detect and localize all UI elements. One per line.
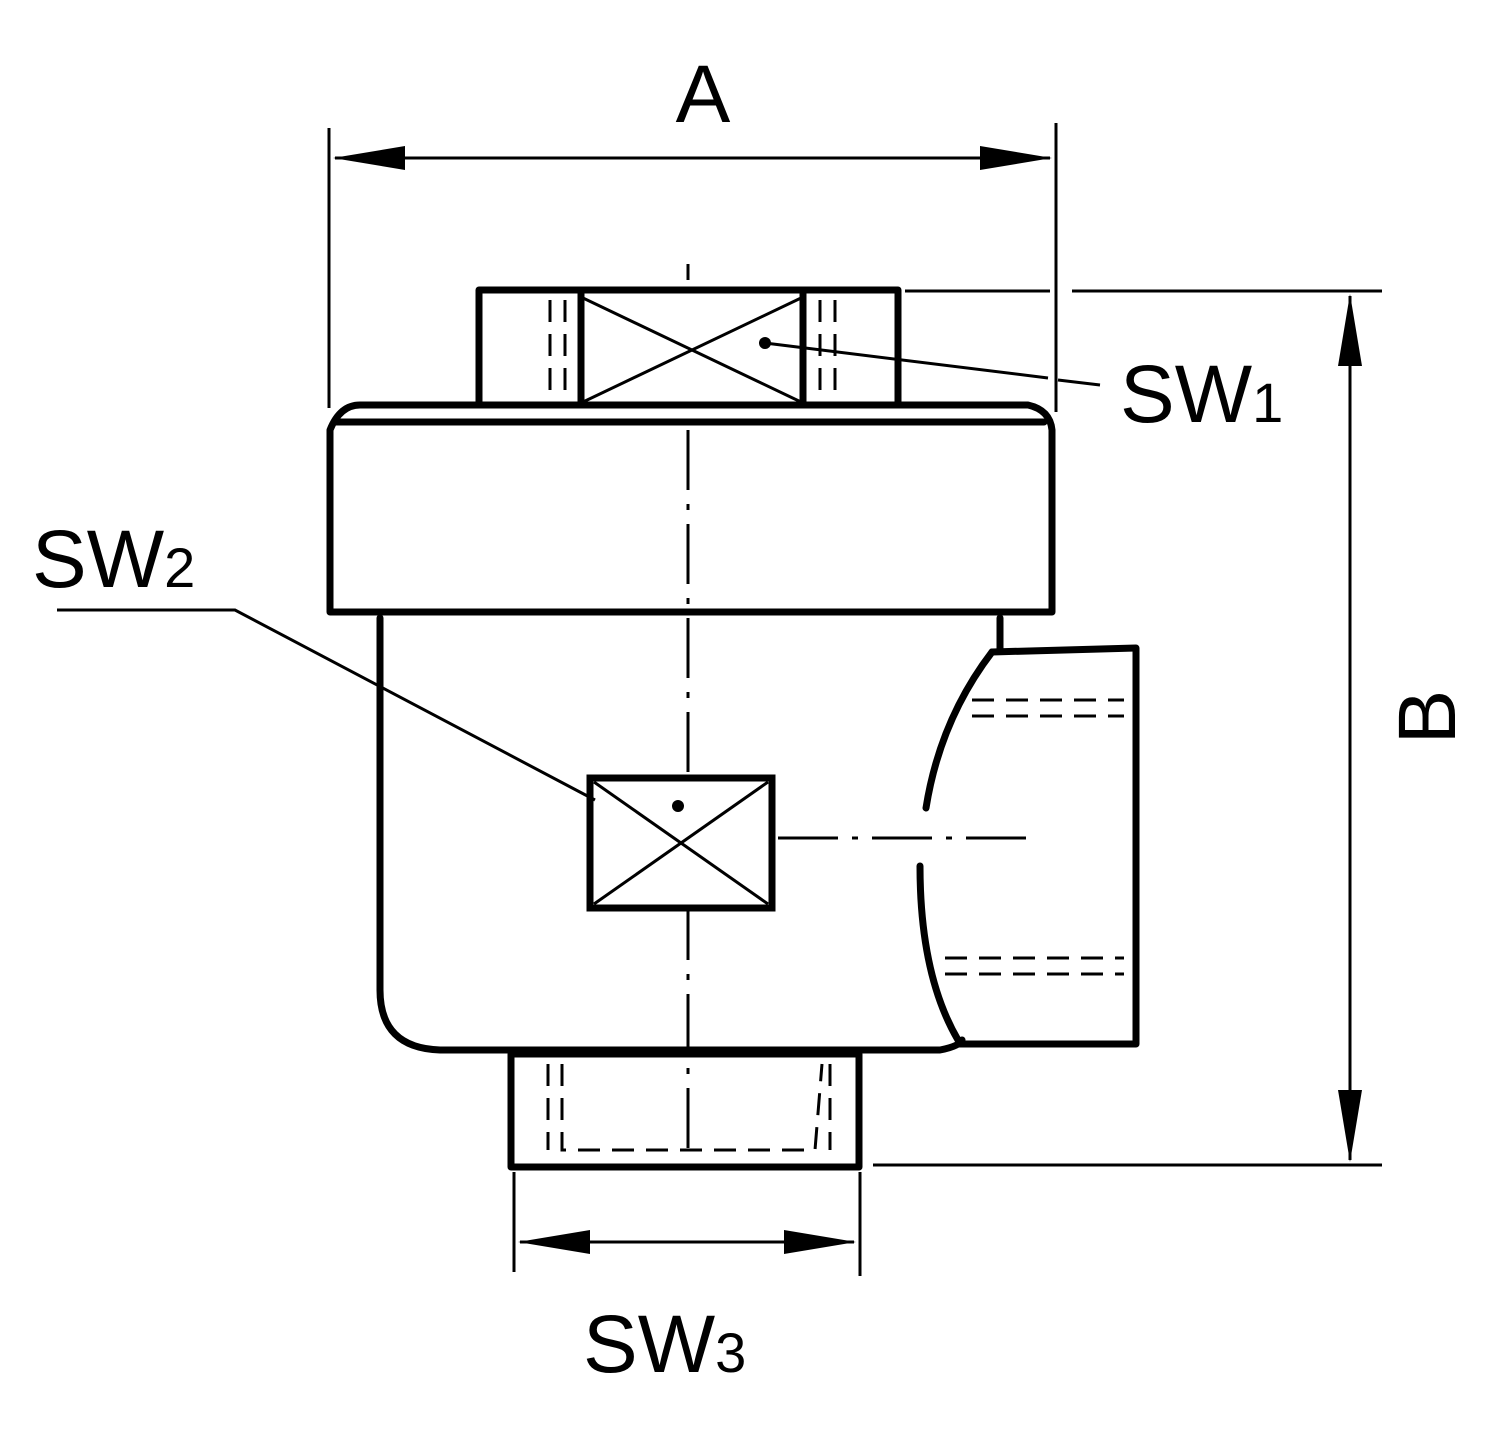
middle-hex-dot (672, 800, 684, 812)
outlet-outline (954, 644, 1140, 1048)
outlet-curve-bottom (916, 862, 962, 1044)
top-hex-nut (475, 264, 902, 409)
top-nut-cross-2 (582, 296, 802, 404)
sw1-leader-tail (1057, 378, 1101, 387)
bottom-thread-inner (560, 1063, 824, 1152)
dimension-a: A (327, 49, 1058, 412)
outlet-curve-top (922, 648, 996, 812)
sw1-leader-line (764, 341, 1049, 380)
sw2-label: SW2 (32, 514, 195, 605)
sw2-leader-line (57, 608, 596, 802)
sw3-label: SW3 (583, 1299, 746, 1390)
dimension-sw3: SW3 (512, 1172, 862, 1390)
dimension-a-arrow-left (333, 146, 405, 170)
middle-hex (586, 774, 776, 912)
bottom-hex-outline (507, 1050, 863, 1171)
dimension-a-arrow-right (980, 146, 1052, 170)
dimension-b-arrow-top (1338, 294, 1362, 366)
bonnet-outline (326, 401, 1056, 616)
sw2-callout: SW2 (32, 514, 596, 802)
sw1-callout: SW1 (759, 337, 1283, 440)
dimension-b-label: B (1382, 690, 1473, 745)
dimension-b-arrow-bottom (1338, 1090, 1362, 1162)
middle-hex-cross-2 (593, 780, 769, 906)
bonnet (326, 401, 1056, 616)
sw1-label: SW1 (1120, 349, 1283, 440)
dimension-a-label: A (676, 49, 731, 140)
dimension-b: B (873, 289, 1473, 1167)
sw3-arrow-left (518, 1230, 590, 1254)
sw3-arrow-right (784, 1230, 856, 1254)
main-body (376, 614, 1140, 1054)
bottom-hex (507, 1050, 863, 1171)
